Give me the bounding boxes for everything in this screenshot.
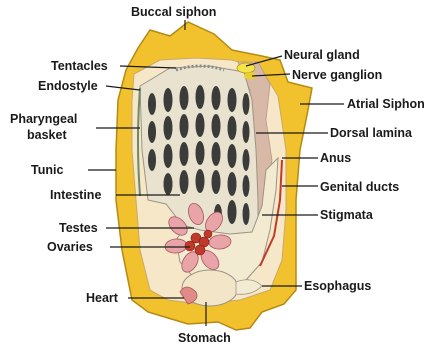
label-endostyle: Endostyle (38, 79, 98, 93)
label-stomach: Stomach (178, 331, 231, 345)
label-heart: Heart (86, 291, 119, 305)
label-atrial-siphon: Atrial Siphon (347, 97, 425, 111)
label-genital-ducts: Genital ducts (320, 180, 399, 194)
label-ovaries: Ovaries (47, 240, 93, 254)
label-testes: Testes (59, 221, 98, 235)
label-intestine: Intestine (50, 188, 101, 202)
label-tunic: Tunic (31, 163, 63, 177)
label-buccal-siphon: Buccal siphon (131, 5, 216, 19)
label-esophagus: Esophagus (304, 279, 371, 293)
label-tentacles: Tentacles (51, 59, 108, 73)
label-pharyngeal-basket-line2: basket (27, 128, 67, 142)
label-stigmata: Stigmata (320, 208, 374, 222)
label-dorsal-lamina: Dorsal lamina (330, 126, 413, 140)
label-pharyngeal-basket-line1: Pharyngeal (10, 112, 77, 126)
label-nerve-ganglion: Nerve ganglion (292, 68, 382, 82)
label-neural-gland: Neural gland (284, 48, 360, 62)
label-anus: Anus (320, 151, 351, 165)
